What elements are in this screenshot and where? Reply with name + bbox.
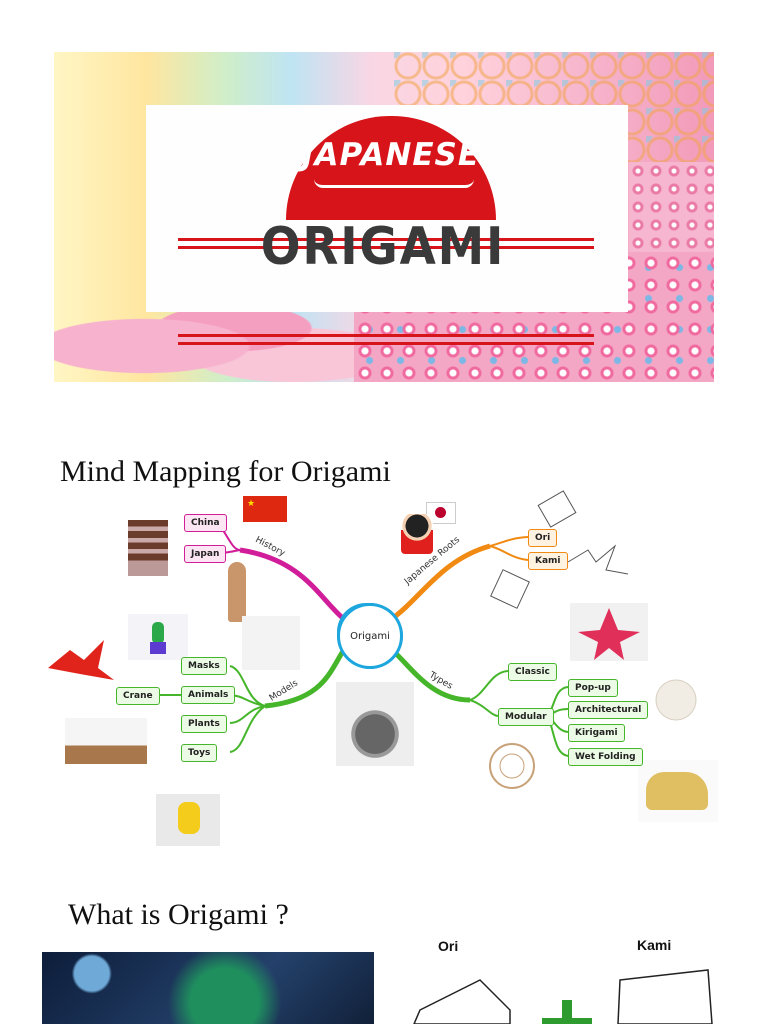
banner-origami-text: ORIGAMI xyxy=(260,217,506,277)
node-kirigami: Kirigami xyxy=(568,724,625,742)
node-toys: Toys xyxy=(181,744,218,762)
models-branch xyxy=(264,646,348,709)
roots-link-ori xyxy=(489,536,529,547)
elephant-origami-image xyxy=(638,760,718,822)
types-branch xyxy=(388,646,471,703)
models-link-plants xyxy=(229,705,266,724)
node-japan: Japan xyxy=(184,545,227,563)
node-wet-folding: Wet Folding xyxy=(568,748,643,766)
types-link-modular xyxy=(469,699,499,717)
mind-map-center: Origami xyxy=(340,606,400,666)
red-stripe xyxy=(178,342,594,345)
models-link-masks xyxy=(229,665,266,707)
roots-branch xyxy=(388,543,491,623)
node-masks: Masks xyxy=(181,657,227,675)
origami-mind-map: ★ Origami History Japanese Roots Models … xyxy=(40,490,740,860)
node-modular: Modular xyxy=(498,708,554,726)
models-link-animals xyxy=(229,694,266,707)
paper-sheet-icon xyxy=(617,969,713,1024)
china-flag-icon: ★ xyxy=(243,496,287,522)
tulips-origami-image xyxy=(65,718,147,764)
banner-japanese-text: JAPANESE xyxy=(301,137,480,173)
node-plants: Plants xyxy=(181,715,227,733)
node-kami: Kami xyxy=(528,552,568,570)
node-crane: Crane xyxy=(116,687,160,705)
red-stripe xyxy=(178,238,594,241)
lace-origami-icon xyxy=(489,743,535,789)
models-link-toys xyxy=(229,705,266,753)
pikachu-origami-image xyxy=(156,794,220,846)
fox-mask-image xyxy=(242,616,300,670)
node-popup: Pop-up xyxy=(568,679,618,697)
swash-line xyxy=(314,179,474,188)
history-branch xyxy=(239,547,347,622)
origami-sculpture-image xyxy=(336,682,414,766)
japan-flag-icon xyxy=(426,502,456,524)
plus-icon xyxy=(562,1000,572,1024)
what-is-origami-heading: What is Origami ? xyxy=(68,898,289,931)
cactus-origami-image xyxy=(128,614,188,660)
node-animals: Animals xyxy=(181,686,236,704)
red-stripe xyxy=(178,334,594,337)
node-classic: Classic xyxy=(508,663,557,681)
node-architectural: Architectural xyxy=(568,701,649,719)
roots-link-kami xyxy=(489,545,529,561)
kimono-paper-texture xyxy=(629,162,714,262)
japanese-child-icon xyxy=(401,514,433,554)
folded-paper-icon xyxy=(413,979,511,1024)
pagoda-image xyxy=(128,520,168,576)
ori-plus-kami-illustration xyxy=(413,969,713,1024)
green-star-origami-photo xyxy=(42,952,374,1024)
red-stripe xyxy=(178,246,594,249)
node-china: China xyxy=(184,514,227,532)
white-flower-origami-icon xyxy=(655,679,697,721)
clay-figure-image xyxy=(228,562,246,622)
node-ori: Ori xyxy=(528,529,558,547)
mind-mapping-heading: Mind Mapping for Origami xyxy=(60,455,391,488)
types-link-classic xyxy=(469,670,509,701)
banner-title-card: JAPANESE ORIGAMI xyxy=(146,105,628,345)
red-crane-icon xyxy=(48,640,114,680)
kami-label: Kami xyxy=(637,937,672,953)
white-crane-icon xyxy=(567,544,629,575)
origami-banner: JAPANESE ORIGAMI xyxy=(54,52,714,382)
ori-label: Ori xyxy=(438,938,459,954)
red-star-origami-icon xyxy=(578,608,640,660)
